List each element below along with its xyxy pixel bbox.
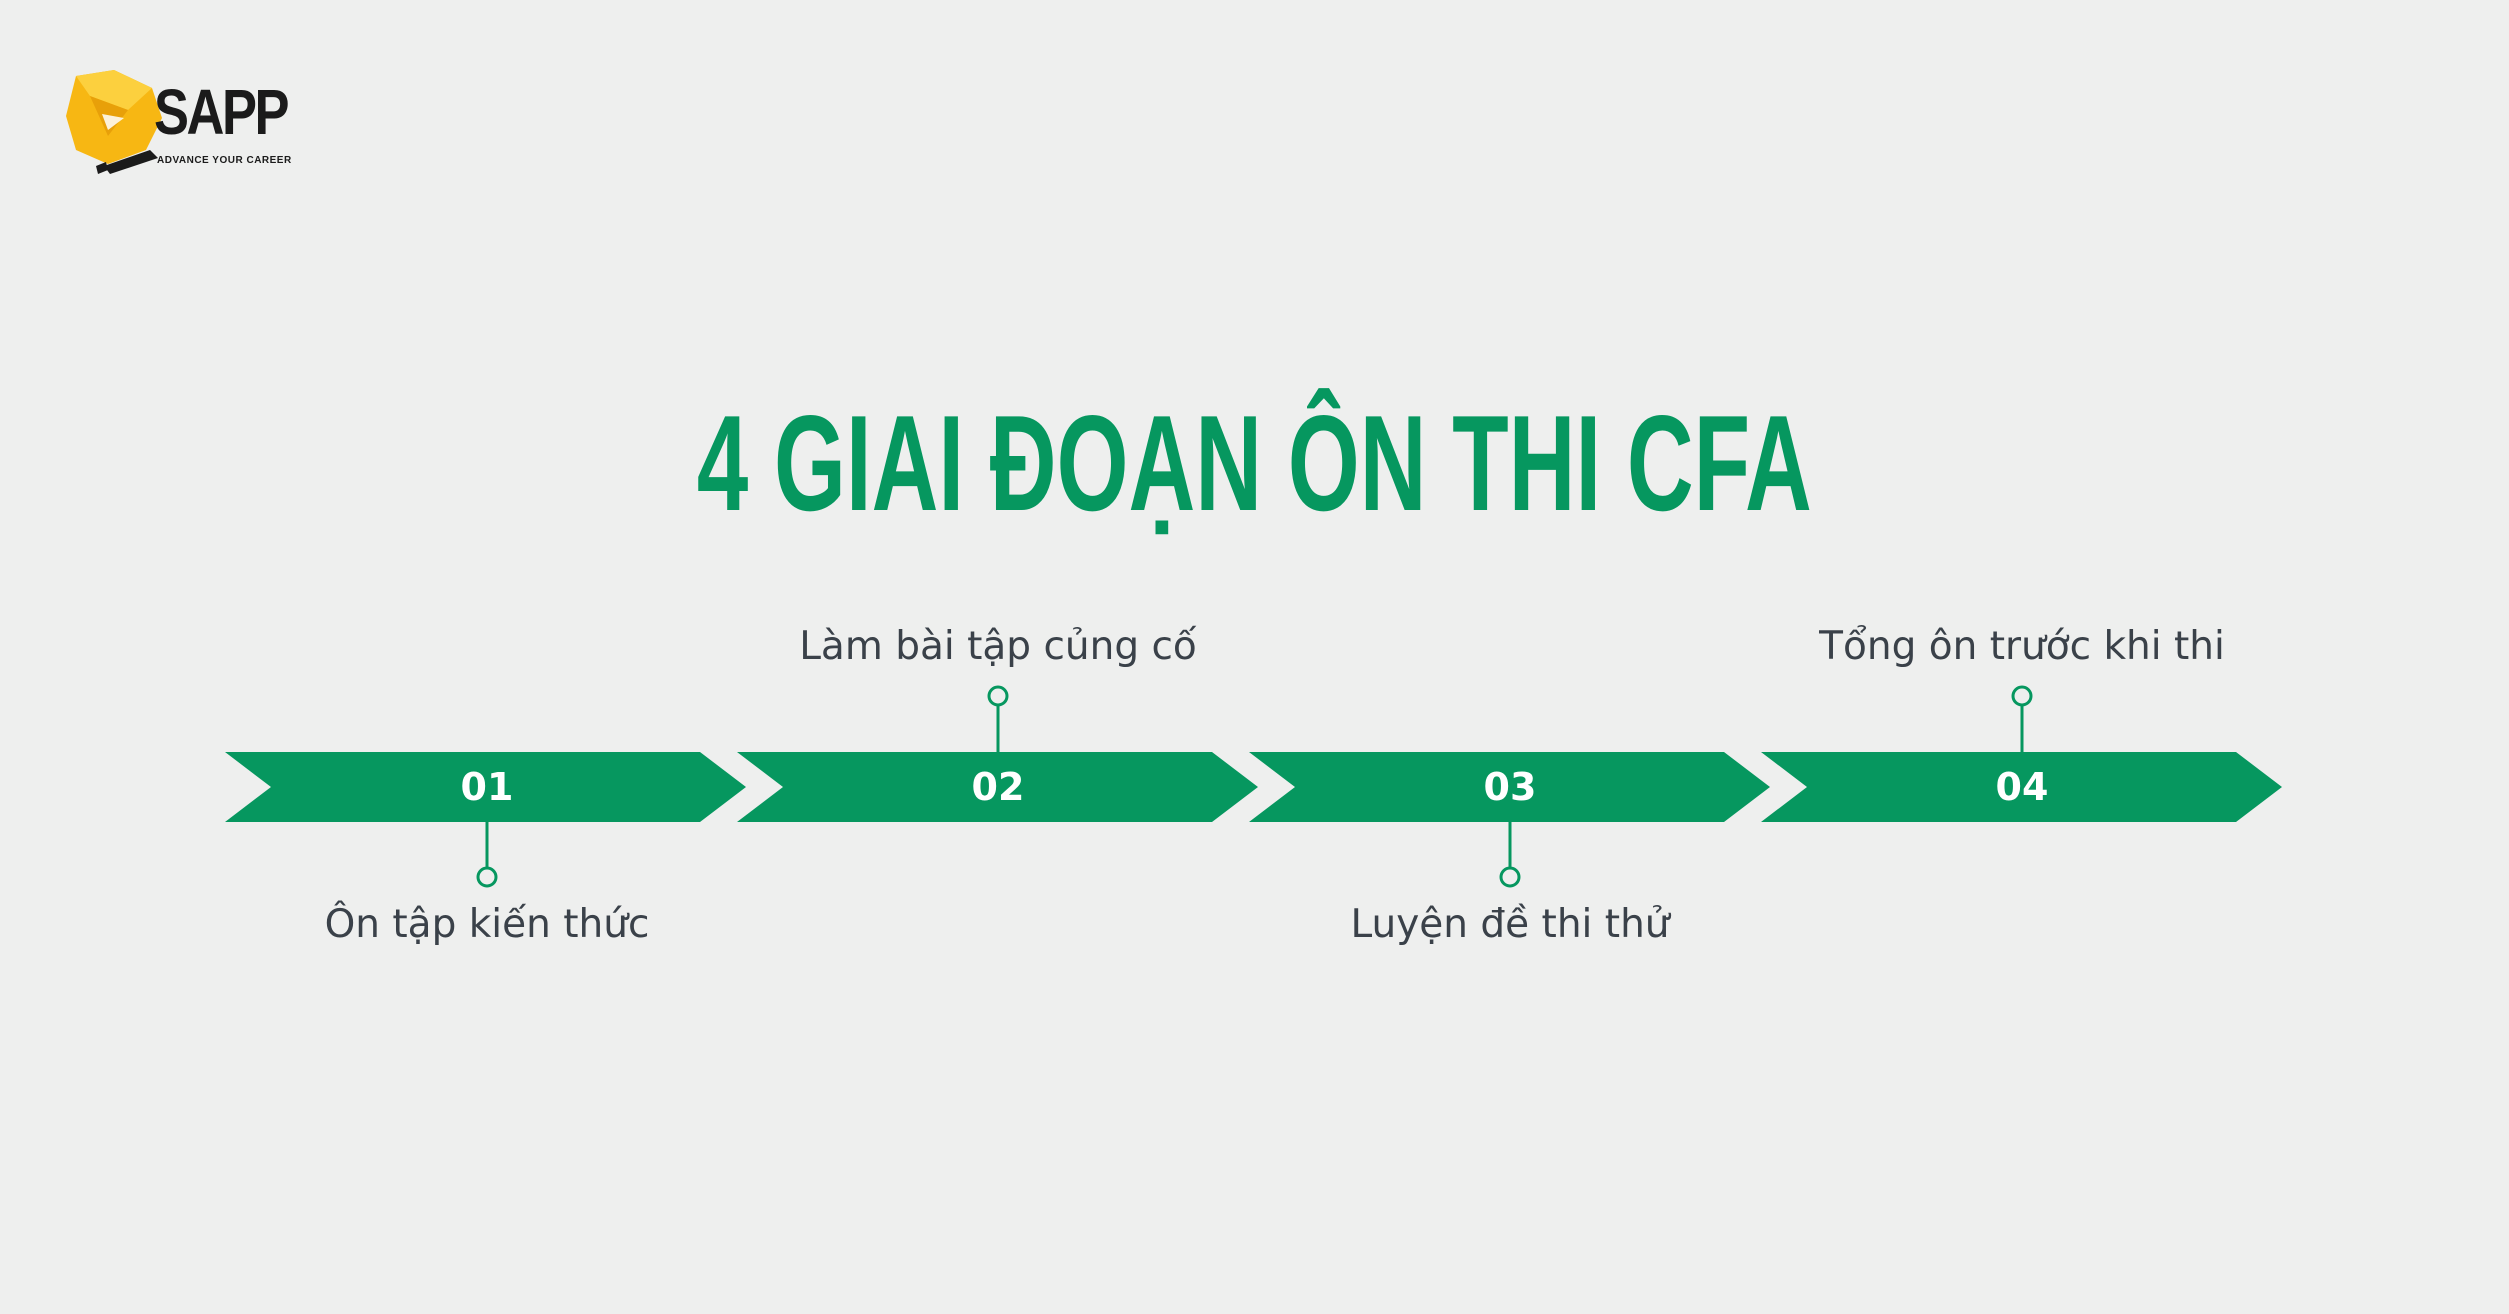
chevron-step-4 [1761,752,2282,822]
connector-step-3 [1499,822,1521,888]
chevron-step-3 [1249,752,1770,822]
step-number-3: 03 [1483,765,1537,809]
chevron-step-1 [225,752,746,822]
step-label-2: Làm bài tập củng cố [799,624,1197,669]
logo-brand-text: SAPP [154,76,290,148]
connector-step-2 [987,685,1009,752]
step-number-4: 04 [1995,765,2049,809]
sapp-logo-icon [66,70,162,174]
logo-tagline: ADVANCE YOUR CAREER [157,155,292,166]
step-number-2: 02 [971,765,1025,809]
connector-step-4 [2011,685,2033,752]
connector-step-1 [476,822,498,888]
page-title: 4 GIAI ĐOẠN ÔN THI CFA [696,387,1812,539]
step-label-1: Ôn tập kiến thức [324,902,650,947]
chevron-step-2 [737,752,1258,822]
step-label-3: Luyện đề thi thử [1350,902,1670,947]
sapp-logo: SAPP ADVANCE YOUR CAREER [66,66,296,176]
step-number-1: 01 [460,765,514,809]
step-label-4: Tổng ôn trước khi thi [1819,624,2225,669]
